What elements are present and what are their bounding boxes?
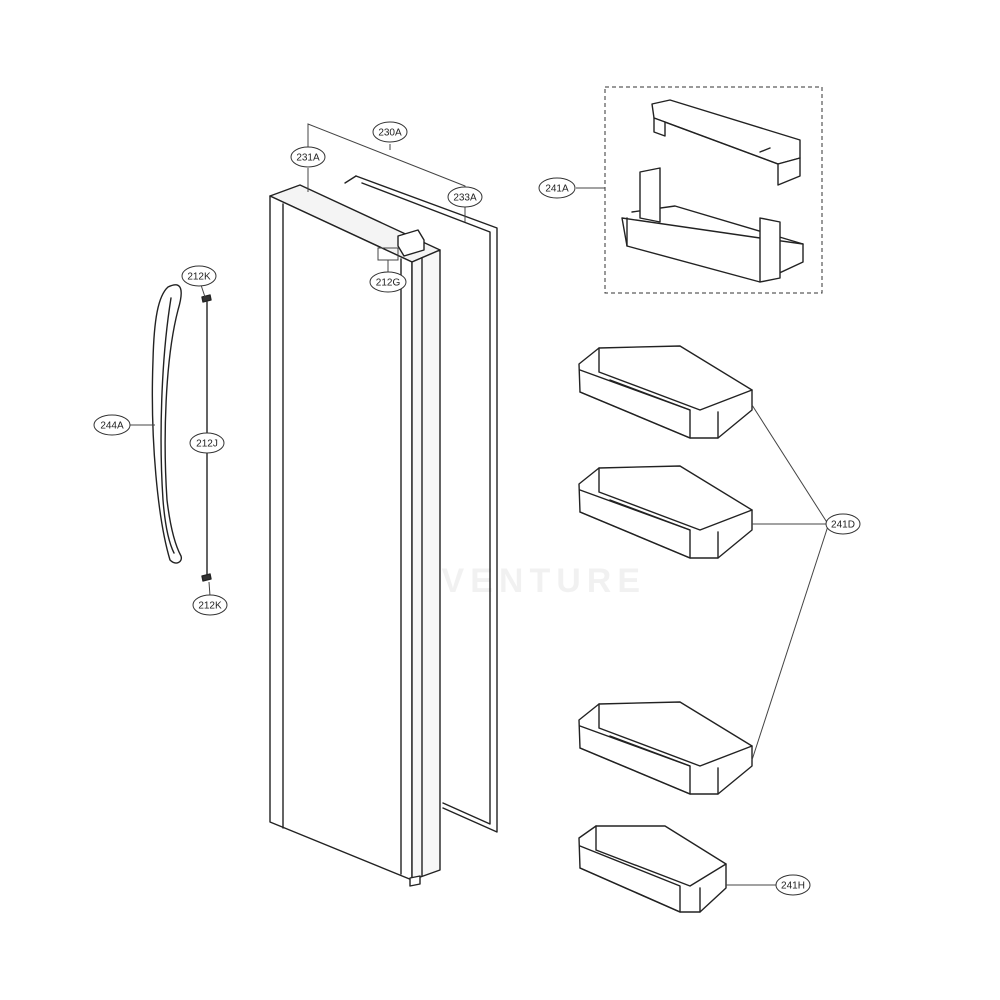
door-bin-1 bbox=[578, 345, 753, 439]
callout-label: 212K bbox=[198, 601, 222, 612]
door-handle bbox=[151, 284, 183, 564]
callout-label: 233A bbox=[453, 193, 477, 204]
callout-241H: 241H bbox=[775, 874, 811, 896]
door-gasket bbox=[344, 175, 498, 833]
callout-212K-bottom: 212K bbox=[192, 594, 228, 616]
callout-212J: 212J bbox=[189, 432, 225, 454]
callout-label: 244A bbox=[100, 421, 124, 432]
screw-bottom-icon bbox=[201, 573, 212, 582]
dairy-bin-assembly bbox=[604, 86, 823, 294]
callout-label: 212K bbox=[187, 272, 211, 283]
screw-top-icon bbox=[201, 294, 212, 303]
callout-233A: 233A bbox=[447, 186, 483, 208]
door-bin-2 bbox=[578, 465, 753, 559]
callout-231A: 231A bbox=[290, 146, 326, 168]
callout-244A: 244A bbox=[93, 414, 131, 436]
door-panel bbox=[269, 184, 441, 887]
callout-label: 212G bbox=[376, 278, 401, 289]
callout-label: 241H bbox=[781, 881, 805, 892]
door-bin-3 bbox=[578, 701, 753, 795]
callout-230A: 230A bbox=[372, 121, 408, 143]
callout-label: 241D bbox=[831, 520, 855, 531]
callout-241D: 241D bbox=[825, 513, 861, 535]
callout-212G: 212G bbox=[369, 271, 407, 293]
callout-label: 241A bbox=[545, 184, 569, 195]
callout-label: 230A bbox=[378, 128, 402, 139]
callout-241A: 241A bbox=[538, 177, 576, 199]
callout-212K-top: 212K bbox=[181, 265, 217, 287]
door-bin-small bbox=[578, 825, 727, 913]
callout-label: 212J bbox=[196, 439, 218, 450]
callout-label: 231A bbox=[296, 153, 320, 164]
